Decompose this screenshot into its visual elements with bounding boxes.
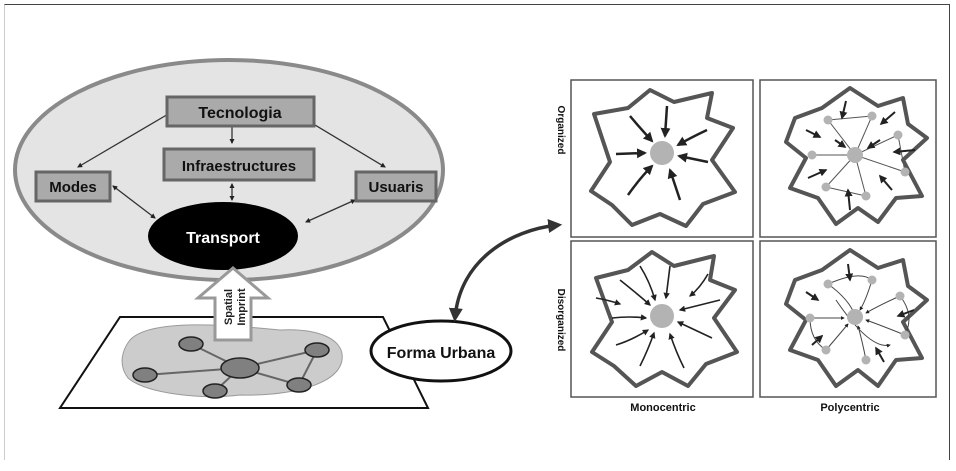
organized-polycentric-diagram xyxy=(784,86,929,226)
city-center xyxy=(650,141,674,165)
city-center xyxy=(650,304,674,328)
col-label-monocentric: Monocentric xyxy=(630,402,695,414)
spatial-imprint-arrow: Spatial Imprint xyxy=(193,266,273,342)
modes-box: Modes xyxy=(34,170,112,203)
infraestructures-box: Infraestructures xyxy=(162,147,316,182)
organized-monocentric-diagram xyxy=(589,88,737,228)
spatial-plane xyxy=(58,316,430,409)
modes-label: Modes xyxy=(49,179,97,196)
col-label-polycentric: Polycentric xyxy=(820,402,879,414)
imprint-label-1: Spatial xyxy=(223,289,235,325)
forma-urbana-node: Forma Urbana xyxy=(369,319,513,383)
forma-urbana-label: Forma Urbana xyxy=(387,345,496,362)
tecnologia-label: Tecnologia xyxy=(198,105,281,122)
imprint-label-2: Imprint xyxy=(236,288,248,326)
transport-node: Transport xyxy=(148,202,298,270)
row-label-disorganized: Disorganized xyxy=(555,289,566,352)
infraestructures-label: Infraestructures xyxy=(182,158,296,175)
city-center xyxy=(847,309,863,325)
row-label-organized: Organized xyxy=(555,106,566,155)
disorganized-polycentric-diagram xyxy=(784,248,929,388)
tecnologia-box: Tecnologia xyxy=(165,95,316,128)
usuaris-box: Usuaris xyxy=(354,170,438,203)
forma-urbana-link-arrow xyxy=(448,219,563,323)
network-hub xyxy=(220,357,260,379)
disorganized-monocentric-diagram xyxy=(590,250,739,388)
usuaris-label: Usuaris xyxy=(368,179,423,196)
city-center xyxy=(847,147,863,163)
network-nodes xyxy=(132,336,330,399)
transport-label: Transport xyxy=(186,230,260,247)
